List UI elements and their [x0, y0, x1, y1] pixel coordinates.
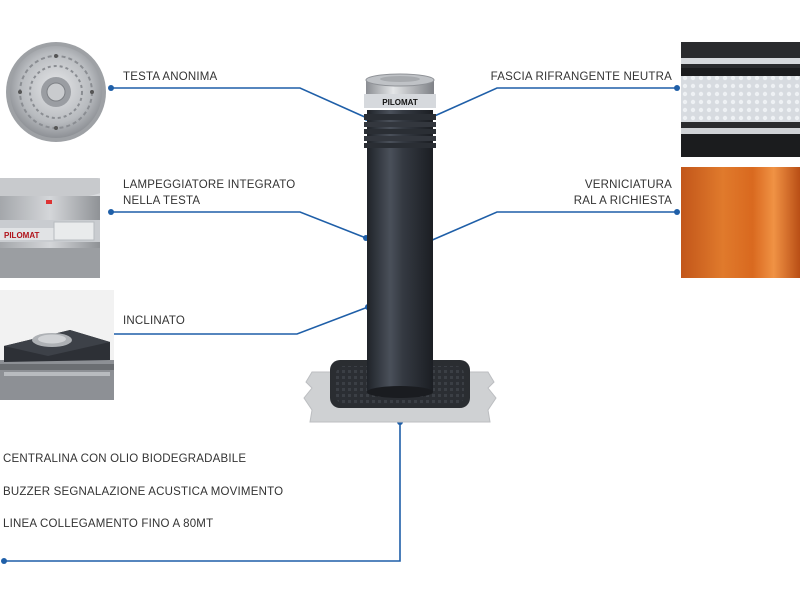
label-lampeggiatore-line2: NELLA TESTA	[123, 195, 201, 207]
leader-line-lampeggiatore	[111, 211, 367, 239]
feature-linea: LINEA COLLEGAMENTO FINO A 80MT	[3, 518, 214, 530]
leader-line-testa-anonima	[111, 87, 368, 119]
label-lampeggiatore-line1: LAMPEGGIATORE INTEGRATO	[123, 179, 296, 191]
leader-line-base	[4, 422, 401, 562]
leader-line-fascia	[429, 87, 677, 119]
label-verniciatura-line1: VERNICIATURA	[584, 179, 672, 191]
leader-line-verniciatura	[429, 211, 677, 242]
label-verniciatura-line2: RAL A RICHIESTA	[573, 195, 672, 207]
bollard-image: PILOMAT	[303, 73, 497, 423]
label-fascia: FASCIA RIFRANGENTE NEUTRA	[490, 71, 672, 83]
feature-buzzer: BUZZER SEGNALAZIONE ACUSTICA MOVIMENTO	[3, 486, 284, 498]
verniciatura-image	[681, 167, 800, 278]
inclinato-image	[0, 290, 114, 400]
lampeggiatore-image: PILOMAT	[0, 178, 100, 278]
label-inclinato: INCLINATO	[123, 315, 186, 327]
fascia-rifrangente-image	[681, 42, 800, 157]
label-lampeggiatore: LAMPEGGIATORE INTEGRATO NELLA TESTA	[123, 177, 295, 209]
feature-centralina: CENTRALINA CON OLIO BIODEGRADABILE	[3, 453, 247, 465]
svg-text:PILOMAT: PILOMAT	[4, 231, 40, 240]
testa-anonima-image	[0, 42, 112, 142]
label-verniciatura: VERNICIATURA RAL A RICHIESTA	[574, 177, 672, 209]
bollard-logo: PILOMAT	[382, 98, 418, 107]
leader-line-inclinato	[111, 306, 369, 335]
label-testa-anonima: TESTA ANONIMA	[123, 71, 218, 83]
